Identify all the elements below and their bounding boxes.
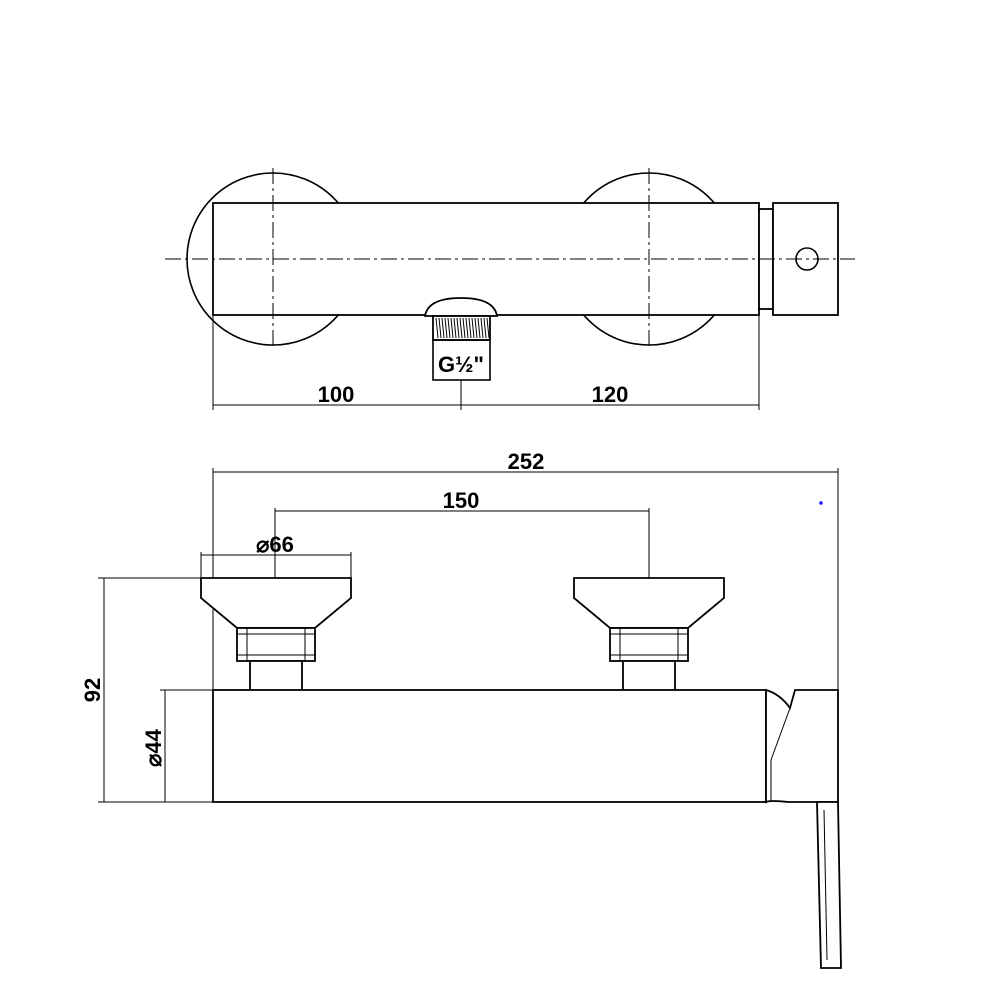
dim-overall-width: 252	[508, 449, 545, 474]
dim-handle-spacing: 150	[443, 488, 480, 513]
lever-housing	[765, 688, 839, 804]
lever-arm-highlight	[823, 809, 828, 961]
thread-line	[450, 317, 454, 339]
thread-line	[438, 317, 442, 339]
dim-right-offset: 120	[592, 382, 629, 407]
thread-size-label: G½"	[438, 352, 484, 377]
thread-line	[456, 317, 460, 339]
thread-line	[462, 317, 466, 339]
thread-line	[477, 317, 481, 339]
thread-line	[474, 317, 478, 339]
dim-body-diameter: ⌀44	[141, 728, 166, 766]
dim-left-offset: 100	[318, 382, 355, 407]
outlet-cap	[423, 297, 499, 317]
thread-line	[471, 317, 475, 339]
lever-arm	[816, 801, 842, 969]
right-handle-cap	[573, 577, 725, 629]
thread-line	[444, 317, 448, 339]
thread-line	[468, 317, 472, 339]
right-handle-nut	[609, 627, 689, 662]
outlet-threads	[435, 317, 490, 339]
thread-line	[465, 317, 469, 339]
marker-dot	[819, 501, 823, 505]
thread-line	[447, 317, 451, 339]
dim-overall-height: 92	[80, 678, 105, 702]
left-handle-cap	[200, 577, 352, 629]
thread-line	[480, 317, 484, 339]
top-view: G½" 100 120	[165, 168, 855, 410]
thread-line	[483, 317, 487, 339]
dim-handle-diameter: ⌀66	[256, 532, 294, 557]
left-handle-nut	[236, 627, 316, 662]
front-body	[212, 689, 767, 803]
thread-line	[435, 317, 439, 339]
front-view: 252 150 ⌀66 92 ⌀44	[80, 449, 842, 969]
thread-line	[486, 317, 490, 339]
thread-line	[453, 317, 457, 339]
thread-line	[459, 317, 463, 339]
lever-housing-edge	[770, 707, 791, 761]
thread-line	[441, 317, 445, 339]
